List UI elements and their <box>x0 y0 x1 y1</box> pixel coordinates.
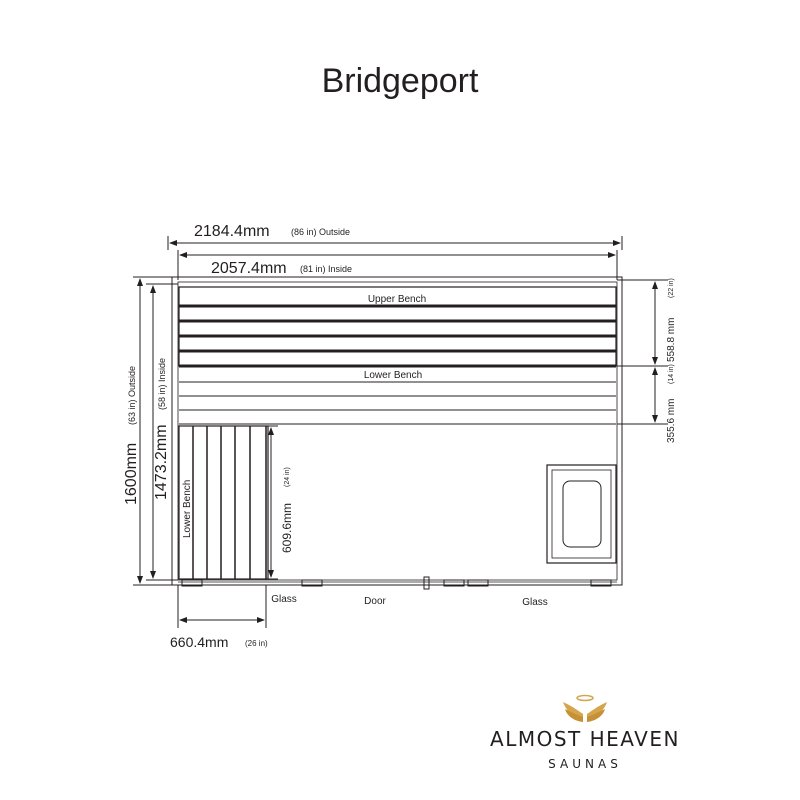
outside-width-dimension: 2184.4mm (86 in) Outside <box>167 223 623 250</box>
outside-depth-dimension: 1600mm (63 in) Outside <box>123 276 172 586</box>
door-handle <box>423 576 430 590</box>
diagram-title: Bridgeport <box>322 62 479 100</box>
lower-bench-back: Lower Bench <box>179 370 616 425</box>
door-hinge <box>301 579 323 587</box>
lower-bench-depth-dimension: 355.6 mm (14 in) <box>617 364 677 443</box>
glass-right-label: Glass <box>522 597 548 608</box>
outside-depth-note: (63 in) Outside <box>127 366 137 425</box>
glass-bracket-left <box>181 579 203 587</box>
wings-halo-icon <box>563 694 607 722</box>
glass-bracket-right <box>590 579 612 587</box>
side-bench-length-dimension: 609.6mm (24 in) <box>268 425 294 580</box>
inside-width-value: 2057.4mm <box>211 260 287 277</box>
inside-width-dimension: 2057.4mm (81 in) Inside <box>177 250 618 280</box>
side-bench-width-note: (26 in) <box>245 639 268 648</box>
side-lower-bench-label: Lower Bench <box>182 480 193 538</box>
side-bench-width-dimension: 660.4mm (26 in) <box>170 585 268 650</box>
inside-depth-dimension: 1473.2mm (58 in) Inside <box>146 283 178 581</box>
lower-bench-depth-note: (14 in) <box>668 364 675 384</box>
upper-bench-depth-dimension: 558.8 mm (22 in) <box>617 278 677 367</box>
glass-bracket-mid <box>467 579 489 587</box>
side-bench-length-value: 609.6mm <box>280 503 294 553</box>
inside-depth-value: 1473.2mm <box>153 424 170 500</box>
upper-bench-depth-value: 558.8 mm <box>666 318 677 362</box>
lower-bench-depth-value: 355.6 mm <box>666 399 677 443</box>
upper-bench: Upper Bench <box>178 286 617 368</box>
door-bracket-right <box>443 579 465 587</box>
outside-width-value: 2184.4mm <box>194 223 270 240</box>
side-lower-bench: Lower Bench <box>178 425 269 580</box>
side-bench-width-value: 660.4mm <box>170 634 228 650</box>
upper-bench-depth-note: (22 in) <box>668 278 675 298</box>
inside-width-note: (81 in) Inside <box>300 264 352 274</box>
outside-depth-value: 1600mm <box>123 443 140 505</box>
sauna-outline <box>171 276 623 586</box>
brand-name: ALMOST HEAVEN <box>490 727 680 751</box>
upper-bench-label: Upper Bench <box>368 294 426 305</box>
side-bench-length-note: (24 in) <box>284 467 291 487</box>
inside-depth-note: (58 in) Inside <box>157 358 167 410</box>
outside-width-note: (86 in) Outside <box>291 227 350 237</box>
door-label: Door <box>364 596 386 607</box>
brand-subtitle: SAUNAS <box>548 757 622 771</box>
brand-logo: ALMOST HEAVEN SAUNAS <box>490 694 680 771</box>
lower-bench-label: Lower Bench <box>364 370 422 381</box>
heater-box <box>546 464 617 564</box>
glass-left-label: Glass <box>271 594 297 605</box>
front-wall <box>178 576 617 590</box>
